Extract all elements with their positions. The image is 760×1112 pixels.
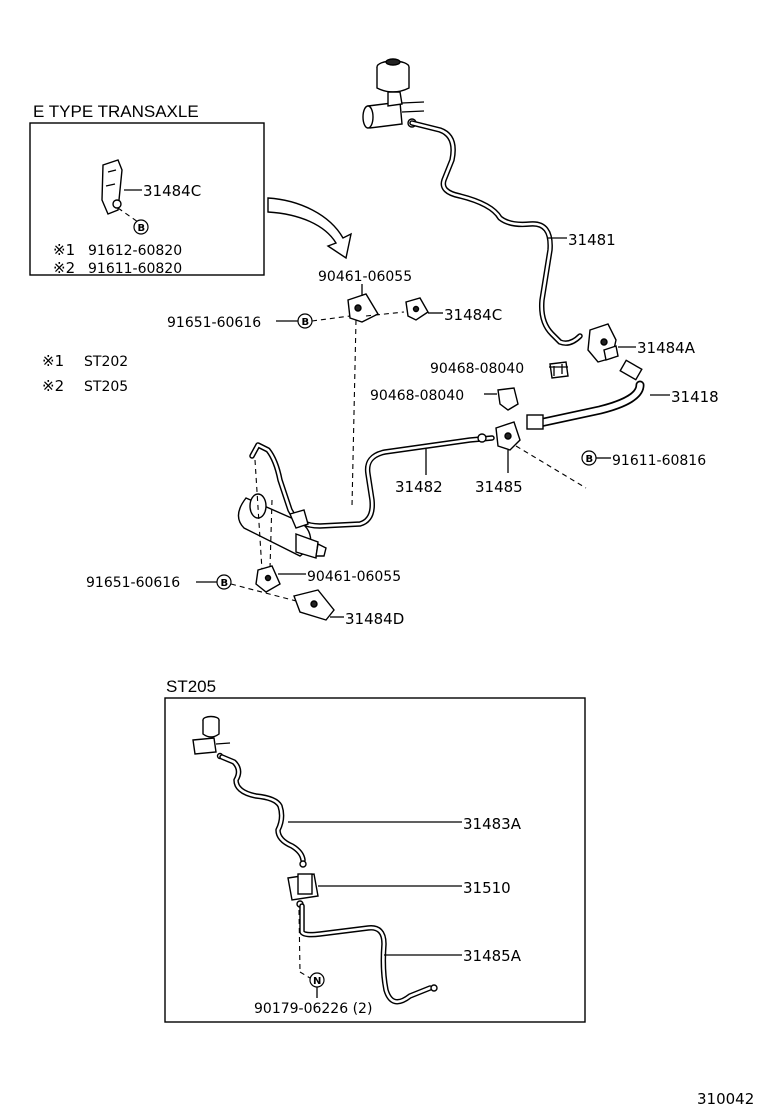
inset-bolt-91612-60820: 91612-60820: [88, 243, 182, 259]
label-31484c: 31484C: [444, 306, 502, 324]
st205-inset-frame: [164, 697, 586, 1023]
inset-pointer-arrow: [267, 197, 352, 260]
figure-code: 310042: [697, 1090, 754, 1108]
dash-upper-bolt: [311, 315, 351, 322]
clamp-90461-upper-icon: [347, 293, 379, 323]
e-type-inset-frame: [29, 122, 265, 276]
clip-90468-b-icon: [497, 387, 519, 411]
bracket-31485-icon: [495, 421, 521, 451]
note-text-st202: ST202: [84, 354, 128, 370]
bracket-31484a-icon: [587, 323, 619, 363]
dash-lower-bolt: [230, 583, 301, 603]
clamp-90461-lower-icon: [255, 565, 281, 593]
bolt-mark-b-91611: B: [581, 450, 597, 466]
label-31485a: 31485A: [463, 947, 522, 965]
flexible-hose-31418: [526, 359, 645, 430]
inset-label-31484c: 31484C: [143, 182, 201, 200]
label-90461-06055-lower: 90461-06055: [307, 569, 401, 585]
dash-upper-clamp: [365, 311, 405, 317]
st205-title: ST205: [166, 677, 216, 696]
st205-pipe-31483a: [219, 754, 307, 868]
bracket-31484c-icon: [405, 297, 429, 321]
inset-bolt-91611-60820: 91611-60820: [88, 261, 182, 277]
svg-text:B: B: [138, 223, 146, 234]
st205-dash-nut-2: [299, 971, 311, 979]
pipe-31482: [249, 433, 495, 529]
clip-90468-a-icon: [549, 361, 569, 379]
st205-nut-mark-n: N: [309, 972, 325, 988]
dash-lower-vertical-1: [254, 459, 263, 571]
inset-note-symbol-1: ※1: [53, 241, 75, 259]
inset-note-symbol-2: ※2: [53, 259, 75, 277]
note-text-st205: ST205: [84, 379, 128, 395]
inset-bolt-mark-b: B: [133, 219, 149, 235]
svg-text:B: B: [302, 317, 310, 328]
label-31484d: 31484D: [345, 610, 404, 628]
e-type-transaxle-title: E TYPE TRANSAXLE: [33, 102, 199, 121]
st205-pipe-31485a: [299, 903, 438, 1005]
label-90461-06055-upper: 90461-06055: [318, 269, 412, 285]
note-symbol-2: ※2: [42, 377, 64, 395]
label-91651-60616-upper: 91651-60616: [167, 315, 261, 331]
inset-bracket-31484c-icon: [101, 159, 123, 215]
inset-dash: [117, 207, 139, 223]
label-31510: 31510: [463, 879, 511, 897]
label-90468-08040-a: 90468-08040: [430, 361, 524, 377]
svg-text:B: B: [586, 454, 594, 465]
label-90468-08040-b: 90468-08040: [370, 388, 464, 404]
svg-text:N: N: [313, 976, 321, 987]
label-31482: 31482: [395, 478, 443, 496]
note-symbol-1: ※1: [42, 352, 64, 370]
dash-lower-vertical-2: [269, 499, 273, 569]
st205-master-cylinder-icon: [192, 715, 231, 760]
label-90179-06226: 90179-06226 (2): [254, 1001, 372, 1017]
bolt-mark-b-upper: B: [297, 313, 313, 329]
dash-bolt-91611: [515, 445, 587, 489]
st205-dash-nut: [298, 909, 301, 973]
clutch-master-cylinder-icon: [362, 58, 425, 129]
label-31485: 31485: [475, 478, 523, 496]
label-91611-60816: 91611-60816: [612, 453, 706, 469]
label-31418: 31418: [671, 388, 719, 406]
dash-upper-vertical: [351, 319, 357, 507]
bracket-31484d-icon: [293, 589, 335, 621]
svg-text:B: B: [221, 578, 229, 589]
label-91651-60616-lower: 91651-60616: [86, 575, 180, 591]
label-31481: 31481: [568, 231, 616, 249]
st205-damper-31510-icon: [287, 873, 319, 908]
label-31484a: 31484A: [637, 339, 696, 357]
pipe-31481: [409, 120, 583, 346]
bolt-mark-b-lower: B: [216, 574, 232, 590]
label-31483a: 31483A: [463, 815, 522, 833]
